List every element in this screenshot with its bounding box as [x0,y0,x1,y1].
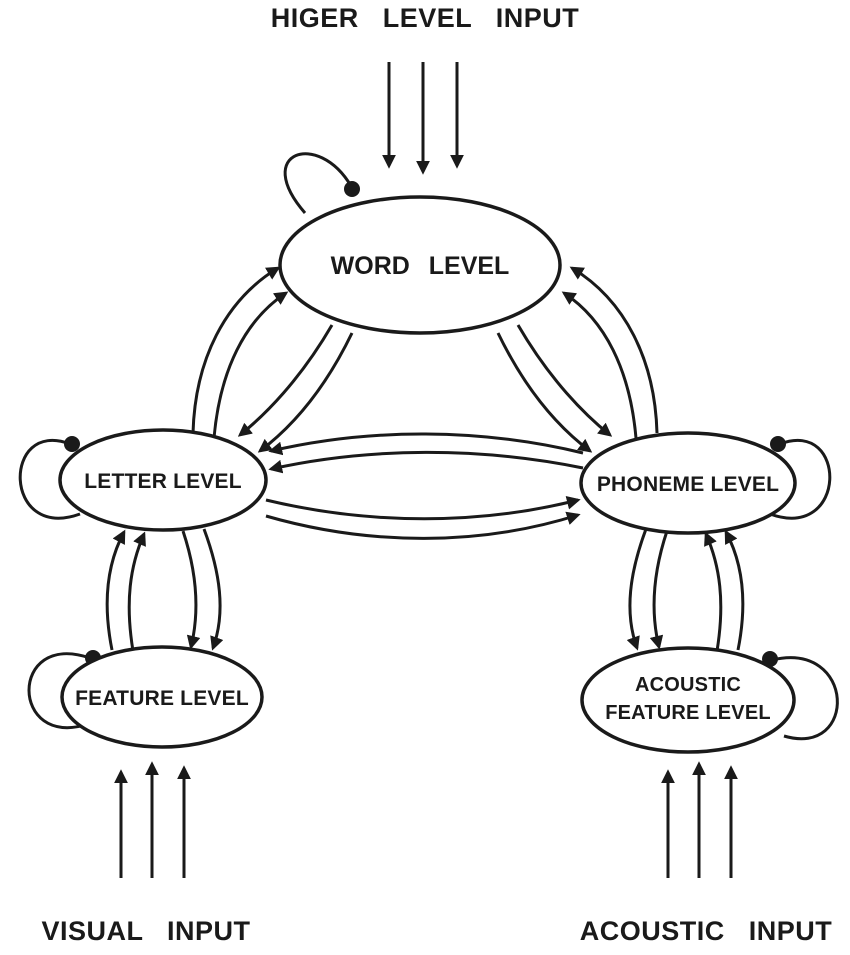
word-level-label: WORD LEVEL [331,252,510,280]
letter-phoneme-connections [265,432,584,540]
arrow-phoneme-to-acoustic [649,530,669,650]
phoneme-self-loop [769,439,832,520]
arrow-letter-to-feature [181,530,201,650]
acoustic-input-label: ACOUSTIC INPUT [580,916,833,946]
arrow-feature-to-letter [105,529,126,651]
node-word-level: WORD LEVEL [278,195,562,335]
feature-level-label: FEATURE LEVEL [75,687,249,710]
arrow-phoneme-to-word [569,266,659,434]
arrow-phoneme-to-word [561,291,638,439]
letter-level-ellipse [58,428,268,532]
self-loops [18,152,839,740]
acoustic-feature-level-label-line1: ACOUSTIC [635,674,741,696]
feature-level-ellipse [60,645,264,749]
arrow-letter-to-feature [202,528,224,651]
node-phoneme-level: PHONEME LEVEL [579,431,797,535]
arrow-phoneme-to-acoustic [626,528,648,651]
letter-self-loop [18,439,81,520]
phoneme-acoustic-connections [626,528,745,652]
phoneme-inhibitory-dot [770,436,786,452]
letter-level-label: LETTER LEVEL [84,470,242,493]
arrow-word-to-letter [257,332,354,453]
feature-self-loop [27,652,91,730]
arrow-feature-to-letter [127,531,146,652]
word-phoneme-connections [496,266,659,453]
acoustic-feature-level-label-line2: FEATURE LEVEL [605,702,771,724]
arrow-phoneme-to-letter [268,432,584,456]
arrow-letter-to-word [212,291,289,439]
arrow-letter-to-phoneme [265,496,581,521]
letter-inhibitory-dot [64,436,80,452]
visual-input-label: VISUAL INPUT [41,916,250,946]
letter-feature-connections [105,528,224,652]
acoustic-input-arrows [661,761,738,878]
arrow-letter-to-phoneme [265,511,581,540]
arrow-word-to-letter [237,324,334,437]
phoneme-level-ellipse [579,431,797,535]
word-level-ellipse [278,195,562,335]
node-feature-level: FEATURE LEVEL [60,645,264,749]
higher-level-input-label: HIGER LEVEL INPUT [271,3,580,33]
arrow-word-to-phoneme [496,332,593,453]
word-inhibitory-dot [344,181,360,197]
node-acoustic-feature-level: ACOUSTIC FEATURE LEVEL [580,646,796,754]
acoustic-feature-self-loop [771,656,839,740]
node-letter-level: LETTER LEVEL [58,428,268,532]
visual-input-arrows [114,761,191,878]
arrow-phoneme-to-letter [268,450,584,474]
word-self-loop [283,152,353,214]
acoustic-feature-level-ellipse [580,646,796,754]
arrow-acoustic-to-phoneme [704,531,723,652]
arrow-acoustic-to-phoneme [724,529,745,651]
higher-level-input-arrows [382,62,464,175]
arrow-word-to-phoneme [516,324,613,437]
arrow-letter-to-word [191,266,281,434]
phoneme-level-label: PHONEME LEVEL [597,473,779,496]
